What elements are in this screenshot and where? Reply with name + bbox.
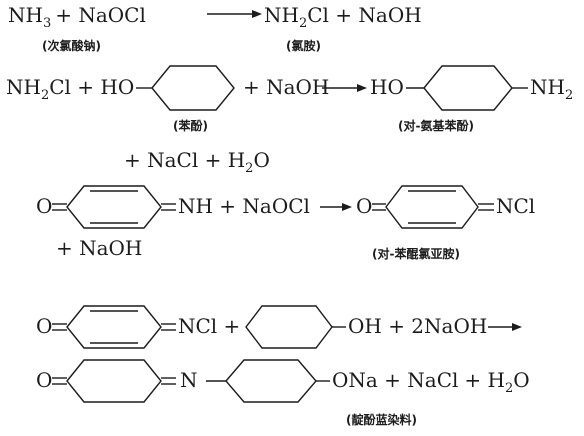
svg-text:+ NaCl + H2O: + NaCl + H2O	[124, 148, 270, 176]
r1-chloramine-subscript: 2	[299, 16, 307, 31]
r4-water-oxygen: O	[513, 368, 529, 392]
r2-byproducts: + NaCl + H	[124, 148, 245, 172]
r4-imine-nitrogen: N	[180, 368, 198, 392]
quinone-ring-chlorimine	[385, 185, 479, 229]
benzene-ring-aminophenol	[423, 65, 513, 111]
r1-arrowhead	[252, 10, 262, 18]
r3-chlorimine-group: NCl	[496, 194, 535, 218]
r3-imine-and-hypochlorite: NH + NaOCl	[178, 194, 310, 218]
r2-amino-group: NH	[530, 75, 565, 99]
reaction-4: O NCl + OH + 2NaOH O N ONa + NaCl+ H2O (…	[36, 305, 530, 427]
r3-product-oxygen: O	[356, 194, 372, 218]
r1-chloramine-rest: Cl + NaOH	[307, 3, 421, 27]
r2-chloramine: NH	[6, 75, 41, 99]
r4-hydroxyl-and-base: OH + 2NaOH	[348, 314, 487, 338]
quinone-ring-reactant	[66, 305, 162, 349]
r4-chlorimine-group: NCl +	[178, 314, 240, 338]
r2-water-oxygen: O	[253, 148, 269, 172]
r4-product-oxygen: O	[36, 368, 52, 392]
r3-arrowhead	[342, 203, 352, 211]
benzene-ring-phenol	[151, 65, 235, 111]
caption-sodium-hypochlorite: (次氯酸钠)	[42, 38, 101, 53]
caption-phenol: (苯酚)	[173, 118, 208, 133]
r2-water-subscript: 2	[245, 161, 253, 176]
quinone-ring-imine	[66, 185, 162, 229]
svg-text:NH2: NH2	[530, 75, 573, 103]
r4-carbonyl-oxygen: O	[36, 314, 52, 338]
r4-arrowhead	[512, 323, 522, 331]
r4-water-plus: + H	[464, 368, 505, 392]
benzene-ring-indophenol	[225, 359, 317, 403]
r1-ammonia-subscript: 3	[43, 16, 51, 31]
r3-sodium-hydroxide: + NaOH	[56, 236, 142, 260]
benzene-ring-phenol-reactant	[245, 305, 333, 349]
r3-carbonyl-oxygen: O	[36, 194, 52, 218]
reaction-1: NH3+ NaOCl NH2Cl + NaOH (次氯酸钠) (氯胺)	[8, 3, 422, 53]
r2-sodium-hydroxide: + NaOH	[243, 75, 329, 99]
quinone-ring-indophenol	[66, 359, 162, 403]
r2-chloramine-subscript: 2	[41, 88, 49, 103]
svg-text:NH3+ NaOCl: NH3 + NaOCl	[8, 3, 146, 31]
caption-p-aminophenol: (对-氨基苯酚)	[398, 118, 474, 133]
r2-amino-subscript: 2	[565, 88, 573, 103]
r4-sodium-phenolate-and-salt: ONa + NaCl	[332, 368, 458, 392]
r2-product-hydroxyl: HO	[370, 75, 404, 99]
reaction-3: O NH + NaOCl O NCl + NaOH (对-苯醌氯亚胺)	[36, 185, 535, 261]
svg-text:NH2Cl + NaOH: NH2Cl + NaOH	[264, 3, 422, 31]
svg-text:ONa + NaCl+ H2O: ONa + NaCl+ H2O	[332, 368, 530, 396]
caption-indophenol-blue: (靛酚蓝染料)	[346, 412, 417, 427]
caption-quinone-chlorimine: (对-苯醌氯亚胺)	[372, 246, 460, 261]
r4-water-subscript: 2	[505, 381, 513, 396]
reaction-2: NH2Cl + HO + NaOH HO NH2 (苯酚) (对-氨基苯酚) +…	[6, 65, 573, 176]
caption-chloramine: (氯胺)	[286, 38, 321, 53]
r1-ammonia: NH	[8, 3, 43, 27]
r2-arrowhead	[357, 84, 367, 92]
svg-text:NH2Cl + HO: NH2Cl + HO	[6, 75, 134, 103]
r1-sodium-hypochlorite: + NaOCl	[55, 3, 146, 27]
r1-chloramine: NH	[264, 3, 299, 27]
r2-chloramine-and-hydroxyl: Cl + HO	[49, 75, 134, 99]
